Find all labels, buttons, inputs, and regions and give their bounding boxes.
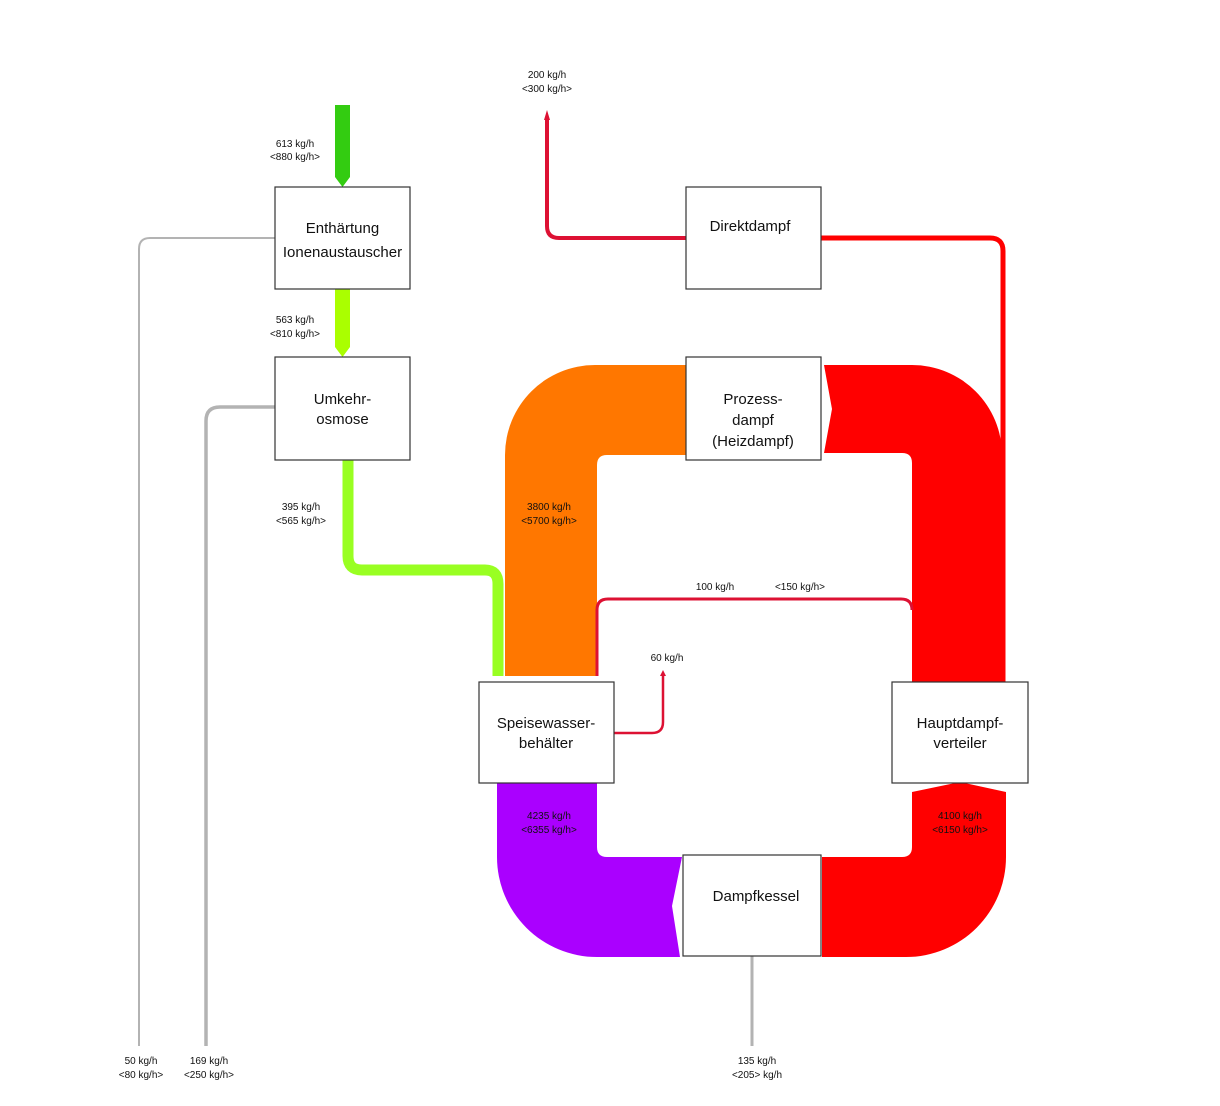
label-process-return-1: 3800 kg/h: [527, 502, 571, 513]
label-inflow-water-1: 613 kg/h: [276, 139, 314, 150]
flow-feed-to-boiler: [497, 783, 682, 957]
node-hauptdampf-box: [891, 681, 1029, 784]
vent-arrow: [660, 670, 666, 676]
flow-cross-steam: [595, 597, 914, 676]
node-speisewasser-label-2: behälter: [519, 735, 573, 752]
label-loss-boiler-1: 135 kg/h: [738, 1056, 776, 1067]
label-loss-boiler-2: <205> kg/h: [732, 1070, 782, 1081]
label-cross-steam-2: <150 kg/h>: [775, 582, 825, 593]
flow-direct-supply: [821, 235, 1006, 682]
label-direct-in-1: 200 kg/h: [528, 70, 566, 81]
label-cross-steam-1: 100 kg/h: [696, 582, 734, 593]
label-process-return-2: <5700 kg/h>: [521, 516, 577, 527]
node-prozessdampf-box: [685, 356, 822, 461]
label-vent: 60 kg/h: [651, 653, 684, 664]
node-prozessdampf-label-2: dampf: [732, 412, 775, 429]
flow-main-to-process: [824, 365, 1002, 682]
label-direct-in-2: <300 kg/h>: [522, 84, 572, 95]
node-speisewasser[interactable]: Speisewasser- behälter: [478, 681, 615, 784]
label-boiler-steam-1: 4100 kg/h: [938, 811, 982, 822]
node-hauptdampf-label-2: verteiler: [933, 735, 986, 752]
node-prozessdampf[interactable]: Prozess- dampf (Heizdampf): [685, 356, 822, 461]
node-speisewasser-box: [478, 681, 615, 784]
node-direktdampf[interactable]: Direktdampf: [685, 186, 822, 290]
flow-vent: [614, 676, 665, 735]
node-direktdampf-label: Direktdampf: [710, 218, 792, 235]
node-enthaertung[interactable]: Enthärtung Ionenaustauscher: [274, 186, 411, 290]
loss-line-ro: [204, 405, 276, 1046]
label-feed-to-boiler-2: <6355 kg/h>: [521, 825, 577, 836]
node-enthaertung-label-1: Enthärtung: [306, 220, 379, 237]
node-hauptdampf[interactable]: Hauptdampf- verteiler: [891, 681, 1029, 784]
node-enthaertung-label-2: Ionenaustauscher: [283, 244, 402, 261]
flow-direct-in: [545, 120, 686, 240]
node-umkehrosmose-label-1: Umkehr-: [314, 391, 372, 408]
node-dampfkessel-box: [682, 854, 822, 957]
node-umkehrosmose[interactable]: Umkehr- osmose: [274, 356, 411, 461]
node-prozessdampf-label-1: Prozess-: [723, 391, 782, 408]
node-umkehrosmose-box: [274, 356, 411, 461]
flow-process-return: [505, 365, 686, 676]
label-softened-1: 563 kg/h: [276, 315, 314, 326]
label-boiler-steam-2: <6150 kg/h>: [932, 825, 988, 836]
label-ro-permeate-1: 395 kg/h: [282, 502, 320, 513]
label-feed-to-boiler-1: 4235 kg/h: [527, 811, 571, 822]
label-loss-ro-2: <250 kg/h>: [184, 1070, 234, 1081]
node-direktdampf-box: [685, 186, 822, 290]
label-loss-softener-2: <80 kg/h>: [119, 1070, 164, 1081]
flow-ro-permeate: [342, 460, 504, 676]
node-dampfkessel-label: Dampfkessel: [713, 888, 800, 905]
direct-in-arrow: [544, 110, 550, 120]
node-prozessdampf-label-3: (Heizdampf): [712, 433, 794, 450]
node-enthaertung-box: [274, 186, 411, 290]
loss-line-softener: [138, 237, 276, 1046]
node-hauptdampf-label-1: Hauptdampf-: [917, 715, 1004, 732]
flow-boiler-steam: [822, 782, 1006, 957]
flow-inflow-water: [335, 105, 350, 187]
flow-softened-water: [335, 289, 350, 357]
label-loss-ro-1: 169 kg/h: [190, 1056, 228, 1067]
label-loss-softener-1: 50 kg/h: [125, 1056, 158, 1067]
node-speisewasser-label-1: Speisewasser-: [497, 715, 595, 732]
label-ro-permeate-2: <565 kg/h>: [276, 516, 326, 527]
node-umkehrosmose-label-2: osmose: [316, 411, 369, 428]
node-dampfkessel[interactable]: Dampfkessel: [682, 854, 822, 957]
label-inflow-water-2: <880 kg/h>: [270, 152, 320, 163]
label-softened-2: <810 kg/h>: [270, 329, 320, 340]
